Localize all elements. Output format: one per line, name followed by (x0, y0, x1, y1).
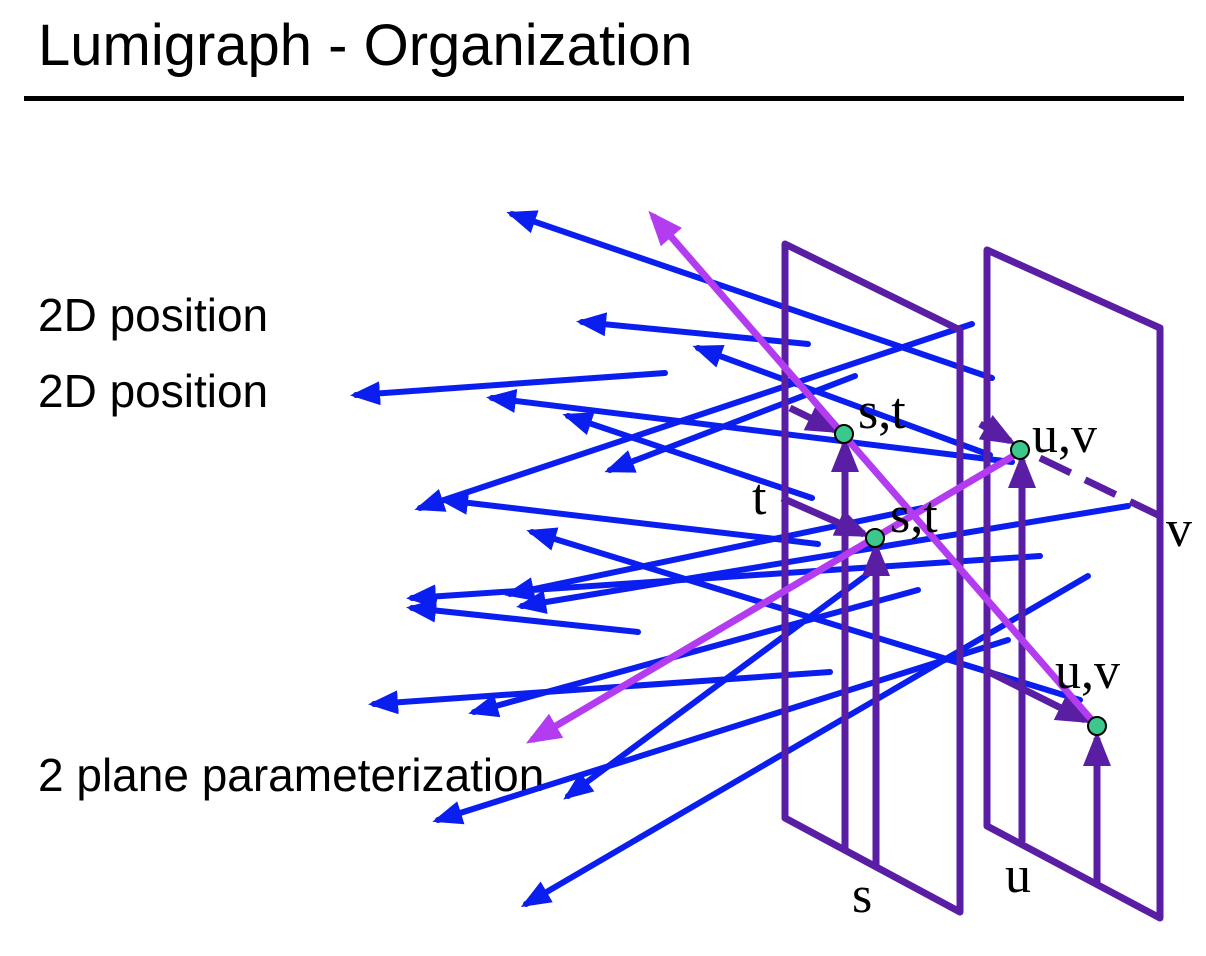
sample-rays (525, 210, 1100, 744)
st-axis-t-label: t (752, 469, 767, 526)
uv-plane (983, 246, 1164, 922)
plane-axis-arrows (780, 404, 1162, 884)
light-ray-14 (368, 669, 833, 715)
light-ray-2 (576, 312, 811, 347)
st-point-lower (865, 528, 885, 548)
light-ray-15 (468, 587, 921, 718)
label-2-plane-parameterization: 2 plane parameterization (38, 749, 545, 801)
light-ray-16 (432, 637, 1011, 825)
st-plane (781, 240, 964, 916)
st-lower-t-arrow (780, 494, 871, 538)
title-underline (24, 96, 1184, 101)
uv-point-upper-label: u,v (1032, 407, 1097, 464)
page-title: Lumigraph - Organization (38, 13, 693, 78)
light-ray-18 (520, 573, 1091, 908)
uv-axis-u-label: u (1005, 847, 1031, 904)
sample-ray-lower (525, 448, 1022, 744)
uv-point-lower (1087, 716, 1107, 736)
uv-point-upper (1010, 440, 1030, 460)
light-ray-4 (350, 370, 668, 406)
light-ray-3 (692, 344, 993, 458)
uv-upper-v-arrow (978, 415, 1017, 445)
light-ray-12 (516, 503, 1131, 614)
light-ray-6 (562, 412, 815, 501)
st-upper-t-arrow (788, 404, 842, 434)
uv-axis-v-label: v (1166, 501, 1192, 558)
st-point-upper-label: s,t (858, 383, 906, 440)
label-2d-position-2: 2D position (38, 365, 269, 417)
uv-point-lower-label: u,v (1055, 643, 1120, 700)
light-ray-11 (406, 598, 641, 635)
light-ray-8 (438, 490, 821, 547)
uv-v-axis-dashed (1038, 454, 1162, 520)
st-axis-s-label: s (852, 867, 872, 924)
light-ray-19 (604, 373, 858, 473)
uv-lower-ray-arrow (983, 666, 1092, 724)
light-ray-5 (486, 389, 1015, 465)
light-ray-17 (563, 562, 883, 800)
light-ray-7 (414, 321, 975, 512)
sample-points (834, 424, 1107, 736)
label-2d-position-1: 2D position (38, 289, 269, 341)
sample-ray-upper (648, 210, 1100, 729)
st-point-lower-label: s,t (890, 487, 938, 544)
st-point-upper (834, 424, 854, 444)
light-ray-1 (506, 210, 995, 381)
